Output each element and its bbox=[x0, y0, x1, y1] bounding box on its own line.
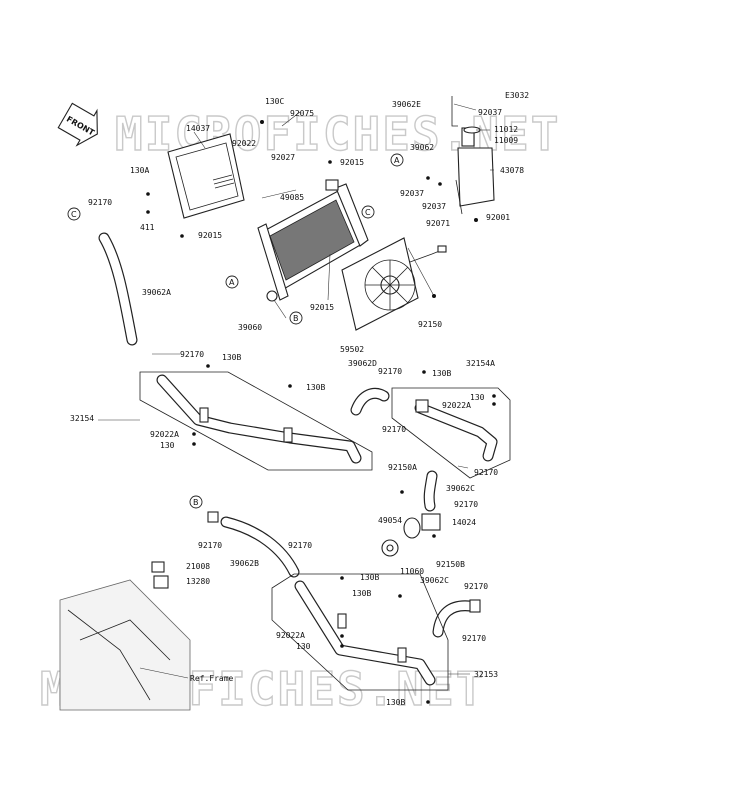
part-label-14024: 14024 bbox=[452, 518, 476, 527]
part-label-130c: 130C bbox=[265, 97, 284, 106]
part-label-130a: 130A bbox=[130, 166, 149, 175]
part-label-39060: 39060 bbox=[238, 323, 262, 332]
part-label-49085: 49085 bbox=[280, 193, 304, 202]
part-label-130b-d: 130B bbox=[360, 573, 379, 582]
part-label-11060: 11060 bbox=[400, 567, 424, 576]
part-label-11009: 11009 bbox=[494, 136, 518, 145]
leader-lines bbox=[98, 103, 494, 679]
part-label-130b-a: 130B bbox=[222, 353, 241, 362]
callout-b-lower: B bbox=[189, 495, 203, 509]
svg-text:C: C bbox=[365, 208, 371, 217]
ref-frame-label: Ref.Frame bbox=[190, 674, 234, 683]
callout-c-left: C bbox=[67, 207, 81, 221]
part-label-92075: 92075 bbox=[290, 109, 314, 118]
part-label-43078: 43078 bbox=[500, 166, 524, 175]
part-label-13280: 13280 bbox=[186, 577, 210, 586]
group-box-32154 bbox=[139, 371, 373, 471]
part-label-92037-c: 92037 bbox=[422, 202, 446, 211]
part-label-130b-c: 130B bbox=[432, 369, 451, 378]
front-arrow-icon: FRONT bbox=[57, 102, 98, 147]
svg-text:A: A bbox=[394, 156, 400, 165]
part-label-39062b: 39062B bbox=[230, 559, 259, 568]
reserve-tank bbox=[451, 96, 495, 215]
svg-text:A: A bbox=[229, 278, 235, 287]
part-label-11012: 11012 bbox=[494, 125, 518, 134]
part-label-92015-a: 92015 bbox=[198, 231, 222, 240]
part-label-92001: 92001 bbox=[486, 213, 510, 222]
diagram-code: E3032 bbox=[505, 91, 529, 100]
part-label-92170-d: 92170 bbox=[382, 425, 406, 434]
part-label-49054: 49054 bbox=[378, 516, 402, 525]
part-label-92022: 92022 bbox=[232, 139, 256, 148]
fan-assembly bbox=[341, 237, 447, 331]
part-label-92150a: 92150A bbox=[388, 463, 417, 472]
radiator bbox=[257, 179, 369, 302]
part-label-92170-f: 92170 bbox=[454, 500, 478, 509]
part-label-92015-b: 92015 bbox=[340, 158, 364, 167]
callout-a-top: A bbox=[390, 153, 404, 167]
svg-text:C: C bbox=[71, 210, 77, 219]
part-label-92170-a: 92170 bbox=[88, 198, 112, 207]
group-box-32154a bbox=[391, 387, 511, 479]
part-label-14037: 14037 bbox=[186, 124, 210, 133]
part-label-92170-b: 92170 bbox=[180, 350, 204, 359]
pipe-32153 bbox=[294, 580, 436, 686]
part-label-92022a-b: 92022A bbox=[442, 401, 471, 410]
part-label-92071: 92071 bbox=[426, 219, 450, 228]
part-label-92037-a: 92037 bbox=[478, 108, 502, 117]
part-label-92022a-a: 92022A bbox=[150, 430, 179, 439]
part-label-92037-b: 92037 bbox=[400, 189, 424, 198]
hose-39062b bbox=[207, 511, 300, 578]
part-label-92150b: 92150B bbox=[436, 560, 465, 569]
part-label-92170-c: 92170 bbox=[378, 367, 402, 376]
part-label-39062a: 39062A bbox=[142, 288, 171, 297]
part-label-130-a: 130 bbox=[160, 441, 175, 450]
part-label-39062: 39062 bbox=[410, 143, 434, 152]
part-label-32153: 32153 bbox=[474, 670, 498, 679]
radiator-screen bbox=[167, 133, 245, 219]
part-label-59502: 59502 bbox=[340, 345, 364, 354]
part-label-130-c: 130 bbox=[296, 642, 311, 651]
svg-text:B: B bbox=[293, 314, 299, 323]
part-label-130b-b: 130B bbox=[306, 383, 325, 392]
part-label-92015-c: 92015 bbox=[310, 303, 334, 312]
part-label-92170-g: 92170 bbox=[198, 541, 222, 550]
part-label-21008: 21008 bbox=[186, 562, 210, 571]
part-label-92150: 92150 bbox=[418, 320, 442, 329]
thermostat-housing bbox=[381, 470, 441, 557]
part-label-39062e: 39062E bbox=[392, 100, 421, 109]
part-label-39062d: 39062D bbox=[348, 359, 377, 368]
hose-39062c-lower bbox=[432, 599, 481, 638]
hose-39062d bbox=[350, 387, 390, 416]
part-label-92170-e: 92170 bbox=[474, 468, 498, 477]
part-label-411: 411 bbox=[140, 223, 155, 232]
part-labels: 130C 92075 92022 92027 14037 130A 411 92… bbox=[70, 97, 524, 707]
callout-c-top: C bbox=[361, 205, 375, 219]
part-label-92170-i: 92170 bbox=[464, 582, 488, 591]
part-label-92170-h: 92170 bbox=[288, 541, 312, 550]
part-label-92022a-c: 92022A bbox=[276, 631, 305, 640]
part-label-130-b: 130 bbox=[470, 393, 485, 402]
fastener-dots bbox=[146, 120, 496, 704]
svg-text:B: B bbox=[193, 498, 199, 507]
part-label-32154: 32154 bbox=[70, 414, 94, 423]
part-label-92027: 92027 bbox=[271, 153, 295, 162]
part-label-92170-j: 92170 bbox=[462, 634, 486, 643]
part-label-130b-f: 130B bbox=[386, 698, 405, 707]
pipe-32154a bbox=[414, 399, 498, 462]
group-box-32153 bbox=[271, 573, 449, 691]
part-label-32154a: 32154A bbox=[466, 359, 495, 368]
part-label-130b-e: 130B bbox=[352, 589, 371, 598]
callout-b-radiator: B bbox=[289, 311, 303, 325]
pipe-32154 bbox=[156, 374, 362, 464]
part-label-39062c-a: 39062C bbox=[446, 484, 475, 493]
part-label-39062c-b: 39062C bbox=[420, 576, 449, 585]
callout-a-radiator: A bbox=[225, 275, 239, 289]
frame-reference bbox=[59, 561, 191, 711]
hose-39062a bbox=[98, 232, 138, 346]
